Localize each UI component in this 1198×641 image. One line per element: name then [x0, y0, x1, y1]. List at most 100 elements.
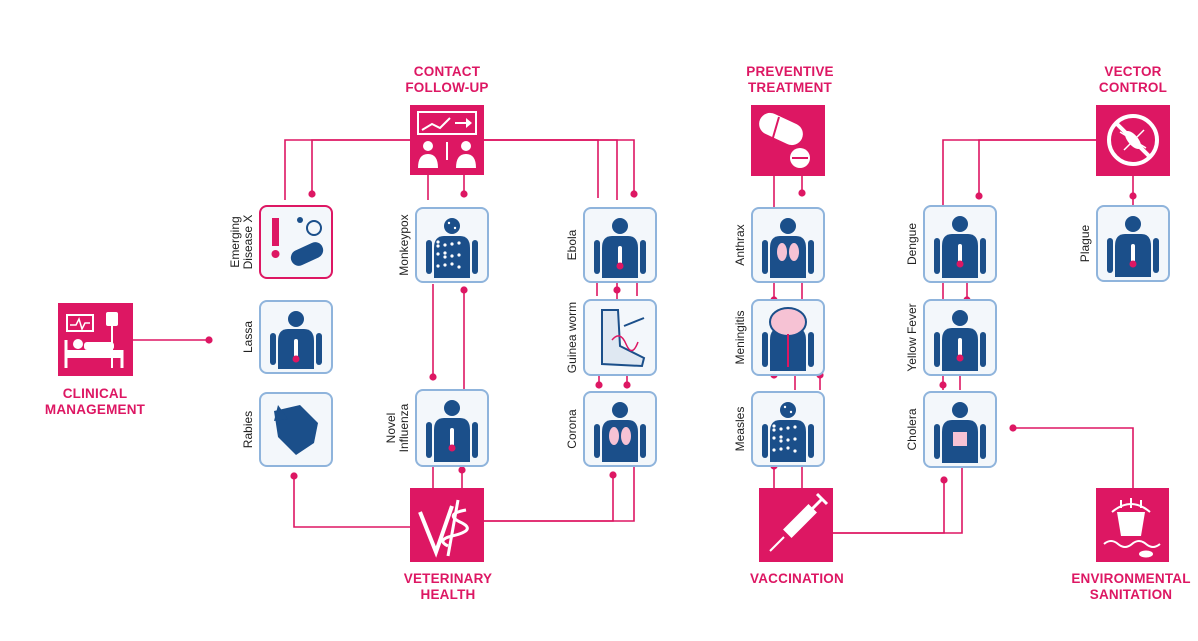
no-mosquito-icon: [1107, 114, 1159, 166]
clinical-management-box: [58, 303, 133, 376]
pill-capsule-icon: [759, 112, 810, 168]
disease-label-anthrax: Anthrax: [733, 224, 747, 266]
connector-vet-corona-b: [484, 466, 635, 522]
connector-dot: [975, 192, 983, 200]
connector-vet-corona-a: [484, 475, 614, 522]
label-vaccination: VACCINATION: [750, 571, 844, 586]
corona-icon: [594, 402, 646, 462]
connector-vector-dengue-a: [942, 139, 1096, 206]
tile-dengue: [923, 205, 997, 283]
connector-sanitation-cholera: [1013, 427, 1134, 488]
disease-label-corona: Corona: [565, 409, 579, 449]
disease-tiles: [259, 205, 1170, 468]
disease-label-meningitis: Meningitis: [733, 310, 747, 365]
tile-yellow-fever: [923, 299, 997, 376]
connector-vaccination-cholera-b: [833, 467, 963, 534]
dengue-icon: [934, 216, 986, 278]
connector-dot: [595, 381, 603, 389]
tile-guinea-worm: [583, 299, 657, 376]
ebola-icon: [594, 218, 646, 278]
connector-contact-emerging-a: [284, 139, 410, 200]
tile-meningitis: [751, 299, 825, 376]
connector-vet-rabies: [293, 476, 410, 528]
emerging-disease-x-icon: [271, 217, 324, 266]
contact-follow-up-box: [410, 105, 484, 175]
measles-icon: [762, 402, 814, 462]
connector-contact-ebola-a: [484, 139, 599, 198]
connector-dot: [429, 373, 437, 381]
tile-plague: [1096, 205, 1170, 282]
anthrax-icon: [762, 218, 814, 278]
connector-dot: [623, 381, 631, 389]
preventive-treatment-box: [751, 105, 825, 176]
connector-dot: [940, 476, 948, 484]
tile-novel-influenza: [415, 389, 489, 467]
disease-label-lassa: Lassa: [241, 320, 255, 354]
monitoring-chart-icon: [417, 111, 477, 168]
disease-label-rabies: Rabies: [241, 410, 255, 449]
meningitis-icon: [762, 307, 814, 371]
connector-contact-emerging-b: [311, 139, 410, 194]
vector-control-box: [1096, 105, 1170, 176]
connector-dot: [458, 466, 466, 474]
tile-measles: [751, 391, 825, 467]
lassa-icon: [270, 311, 322, 369]
connector-dot: [308, 190, 316, 198]
disease-label-cholera: Cholera: [905, 408, 919, 451]
veterinary-health-box: [410, 488, 484, 562]
novel-influenza-icon: [426, 400, 478, 462]
hospital-bed-icon: [64, 312, 124, 368]
syringe-icon: [769, 492, 829, 552]
connector-dot: [1129, 192, 1137, 200]
environmental-sanitation-box: [1096, 488, 1169, 562]
disease-label-yellow-fever: Yellow Fever: [905, 303, 919, 372]
cholera-icon: [934, 402, 986, 463]
connector-vaccination-cholera-a: [833, 480, 945, 534]
tile-lassa: [259, 300, 333, 374]
connector-dot: [939, 381, 947, 389]
water-bucket-icon: [1103, 498, 1161, 558]
connector-contact-ebola-b: [484, 139, 618, 200]
tile-ebola: [583, 207, 657, 283]
disease-label-plague: Plague: [1078, 224, 1092, 263]
connector-dot: [630, 190, 638, 198]
disease-label-dengue: Dengue: [905, 222, 919, 266]
caduceus-icon: [418, 499, 469, 558]
tile-corona: [583, 391, 657, 467]
rabies-icon: [274, 405, 318, 455]
connector-dot: [613, 286, 621, 294]
vaccination-box: [759, 488, 833, 562]
connector-dot: [798, 189, 806, 197]
disease-label-ebola: Ebola: [565, 229, 579, 261]
connector-contact-ebola-c: [484, 139, 635, 194]
connector-dot: [460, 286, 468, 294]
plague-icon: [1107, 216, 1159, 277]
connector-dot: [460, 190, 468, 198]
connector-dot: [1009, 424, 1017, 432]
connector-vector-dengue-b: [978, 139, 1096, 196]
yellow-fever-icon: [934, 310, 986, 371]
intervention-boxes: [58, 105, 1170, 562]
connector-dot: [609, 471, 617, 479]
disease-label-measles: Measles: [733, 406, 747, 452]
tile-emerging-disease-x: [259, 205, 333, 279]
guinea-worm-icon: [601, 309, 646, 368]
tile-rabies: [259, 392, 333, 467]
disease-label-monkeypox: Monkeypox: [397, 214, 411, 276]
tile-anthrax: [751, 207, 825, 283]
tile-cholera: [923, 391, 997, 468]
connector-dot: [205, 336, 213, 344]
tile-monkeypox: [415, 207, 489, 283]
connector-dot: [290, 472, 298, 480]
disease-label-guinea-worm: Guinea worm: [565, 301, 579, 374]
monkeypox-icon: [426, 218, 478, 278]
